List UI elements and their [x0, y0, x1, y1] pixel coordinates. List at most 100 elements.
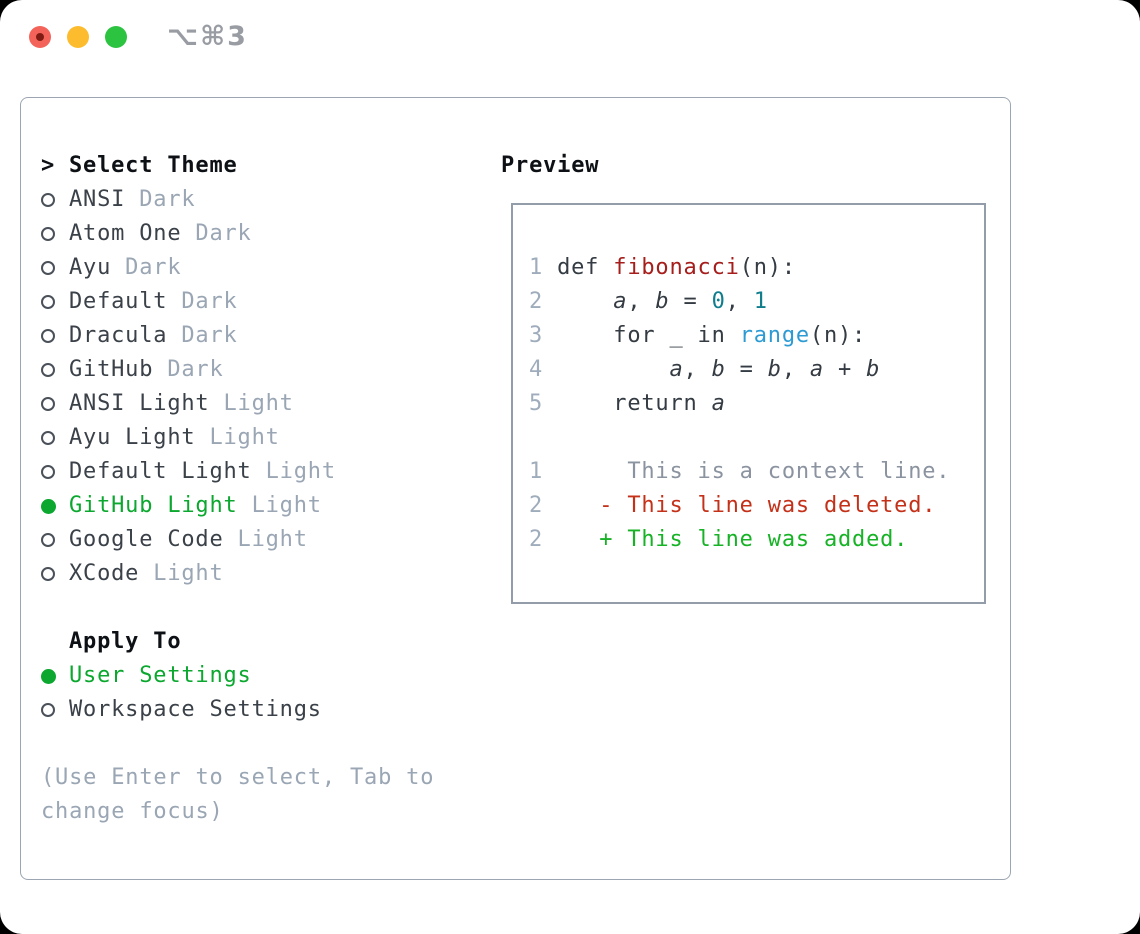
- theme-name: Default: [69, 289, 168, 314]
- select-theme-title: Select Theme: [69, 153, 238, 178]
- blank-line: [529, 421, 984, 455]
- radio-icon: [41, 261, 55, 275]
- theme-item-ayu-light[interactable]: Ayu Light Light: [41, 421, 477, 455]
- radio-icon: [41, 295, 55, 309]
- radio-icon: [41, 703, 55, 717]
- theme-item-github[interactable]: GitHub Dark: [41, 353, 477, 387]
- diff-line: 1 This is a context line.: [529, 455, 984, 489]
- code-segment-p: return: [543, 391, 712, 416]
- theme-item-marker: [41, 363, 69, 377]
- code-segment-p: +: [823, 357, 867, 382]
- theme-item-marker: [41, 431, 69, 445]
- code-segment-v: b: [767, 357, 782, 382]
- theme-item-marker: [41, 533, 69, 547]
- code-segment-bi: range: [739, 323, 810, 348]
- code-segment-p: (n):: [739, 255, 796, 280]
- theme-name: ANSI Light: [69, 391, 210, 416]
- code-segment-num: 1: [753, 289, 768, 314]
- code-line: 1 def fibonacci(n):: [529, 251, 984, 285]
- theme-item-default-light[interactable]: Default Light Light: [41, 455, 477, 489]
- theme-name: GitHub Light: [69, 493, 238, 518]
- diff-line: 2 - This line was deleted.: [529, 489, 984, 523]
- theme-variant-label: Dark: [125, 187, 196, 212]
- line-number: 2: [529, 289, 544, 314]
- theme-item-default[interactable]: Default Dark: [41, 285, 477, 319]
- cursor-caret-icon: >: [41, 153, 56, 178]
- help-text: (Use Enter to select, Tab to change focu…: [41, 765, 435, 824]
- line-number: 2: [529, 493, 544, 518]
- select-theme-header: > Select Theme: [41, 149, 477, 183]
- theme-variant-label: Light: [209, 391, 294, 416]
- apply-option-user-settings[interactable]: User Settings: [41, 659, 477, 693]
- apply-option-label: Workspace Settings: [69, 697, 322, 722]
- theme-item-marker: [41, 567, 69, 581]
- theme-name: Atom One: [69, 221, 182, 246]
- preview-title: Preview: [501, 153, 600, 178]
- theme-item-marker: [41, 193, 69, 207]
- theme-item-marker: [41, 227, 69, 241]
- radio-icon: [41, 431, 55, 445]
- theme-name: ANSI: [69, 187, 126, 212]
- theme-item-marker: [41, 465, 69, 479]
- diff-line: 2 + This line was added.: [529, 523, 984, 557]
- radio-icon: [41, 397, 55, 411]
- code-segment-p: for _ in: [543, 323, 740, 348]
- code-segment-p: ,: [683, 357, 712, 382]
- code-segment-num: 0: [711, 289, 726, 314]
- code-segment-v: b: [711, 357, 726, 382]
- theme-item-dracula[interactable]: Dracula Dark: [41, 319, 477, 353]
- theme-item-marker: [41, 329, 69, 343]
- theme-variant-label: Dark: [181, 221, 252, 246]
- line-number: 1: [529, 255, 544, 280]
- zoom-button-icon[interactable]: [105, 26, 127, 48]
- theme-variant-label: Dark: [167, 289, 238, 314]
- radio-icon: [41, 227, 55, 241]
- theme-variant-label: Dark: [167, 323, 238, 348]
- radio-icon: [41, 533, 55, 547]
- theme-name: Google Code: [69, 527, 224, 552]
- apply-option-label: User Settings: [69, 663, 252, 688]
- theme-item-atom-one[interactable]: Atom One Dark: [41, 217, 477, 251]
- theme-variant-label: Dark: [153, 357, 224, 382]
- radio-icon: [41, 193, 55, 207]
- code-segment-p: def: [543, 255, 614, 280]
- theme-item-google-code[interactable]: Google Code Light: [41, 523, 477, 557]
- line-number: 2: [529, 527, 544, 552]
- theme-item-marker: [41, 261, 69, 275]
- close-button-icon[interactable]: [29, 26, 51, 48]
- code-segment-p: (n):: [809, 323, 867, 348]
- apply-option-workspace-settings[interactable]: Workspace Settings: [41, 693, 477, 727]
- code-segment-v: a: [669, 357, 684, 382]
- radio-icon: [41, 465, 55, 479]
- radio-icon: [41, 567, 55, 581]
- code-segment-p: [543, 357, 669, 382]
- theme-item-xcode[interactable]: XCode Light: [41, 557, 477, 591]
- theme-item-github-light[interactable]: GitHub Light Light: [41, 489, 477, 523]
- radio-selected-icon: [41, 498, 56, 514]
- code-line: 3 for _ in range(n):: [529, 319, 984, 353]
- theme-item-ansi-light[interactable]: ANSI Light Light: [41, 387, 477, 421]
- apply-option-marker: [41, 668, 69, 684]
- line-number: 5: [529, 391, 544, 416]
- theme-item-ayu[interactable]: Ayu Dark: [41, 251, 477, 285]
- theme-item-ansi[interactable]: ANSI Dark: [41, 183, 477, 217]
- code-line: 2 a, b = 0, 1: [529, 285, 984, 319]
- code-segment-add: + This line was added.: [543, 527, 909, 552]
- theme-variant-label: Light: [237, 493, 322, 518]
- apply-option-marker: [41, 703, 69, 717]
- theme-variant-label: Light: [139, 561, 224, 586]
- code-line: 4 a, b = b, a + b: [529, 353, 984, 387]
- minimize-button-icon[interactable]: [67, 26, 89, 48]
- gap: [41, 591, 477, 625]
- close-dot-icon: [36, 33, 44, 41]
- line-number: 3: [529, 323, 544, 348]
- theme-variant-label: Light: [251, 459, 336, 484]
- code-segment-p: ,: [627, 289, 656, 314]
- line-number: 4: [529, 357, 544, 382]
- code-segment-v: a: [809, 357, 824, 382]
- code-segment-del: - This line was deleted.: [543, 493, 937, 518]
- code-segment-p: ,: [725, 289, 754, 314]
